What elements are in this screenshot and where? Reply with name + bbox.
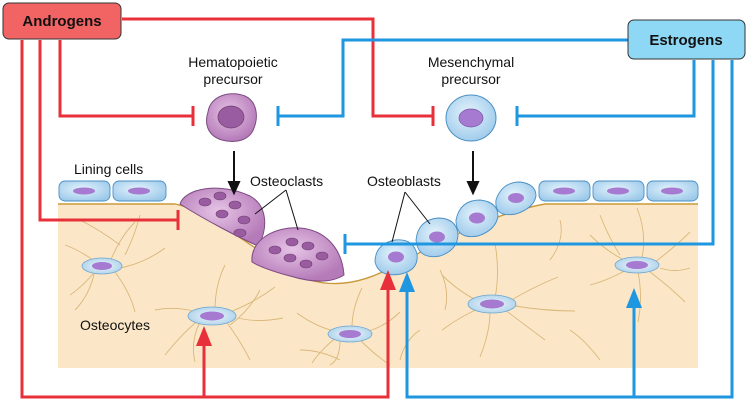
bone-matrix <box>58 204 698 368</box>
estrogens-label: Estrogens <box>649 32 722 49</box>
osteoblasts-label: Osteoblasts <box>367 173 441 189</box>
osteocyte-cell <box>467 294 517 314</box>
estrogen-inhibition-bars <box>276 106 519 254</box>
mesenchymal-label-line1: Mesenchymal <box>428 54 514 70</box>
hematopoietic-precursor-cell <box>206 93 257 142</box>
hematopoietic-label-line2: precursor <box>203 71 262 87</box>
mesenchymal-precursor-cell <box>445 94 497 142</box>
androgen-inhibition-bars <box>176 106 435 230</box>
osteocytes-label: Osteocytes <box>80 317 150 333</box>
osteoblasts-callout-lines <box>391 191 431 243</box>
androgens-label: Androgens <box>22 13 101 30</box>
osteoclasts-label: Osteoclasts <box>250 173 323 189</box>
lining-cell <box>112 180 167 202</box>
androgens-box: Androgens <box>2 2 122 40</box>
hematopoietic-label-line1: Hematopoietic <box>188 54 278 70</box>
mesenchymal-label-line2: precursor <box>441 71 500 87</box>
lining-cell <box>538 180 591 202</box>
estrogen-stimulation-arrowheads <box>399 272 642 308</box>
osteoblast-cell <box>495 181 537 216</box>
estrogens-box: Estrogens <box>627 19 746 60</box>
osteoclast-cell <box>251 227 345 282</box>
canaliculi <box>64 207 691 366</box>
androgen-pathways <box>20 17 433 399</box>
differentiation-arrow <box>466 151 480 196</box>
osteocyte-cell <box>327 325 373 343</box>
estrogen-pathways <box>278 38 734 399</box>
differentiation-arrow <box>227 151 241 196</box>
osteoclast-cell <box>179 187 266 247</box>
lining-cell <box>592 180 645 202</box>
androgen-stimulation-arrowheads <box>196 270 396 346</box>
osteocyte-cell <box>614 256 660 274</box>
lining-cells-label: Lining cells <box>74 161 143 177</box>
osteoclasts-callout-lines <box>254 189 299 231</box>
lining-cell <box>646 180 699 202</box>
osteocyte-cell <box>187 306 237 326</box>
lining-cell <box>58 180 111 202</box>
osteoblast-cell <box>415 217 459 258</box>
osteoblast-cell <box>455 199 499 238</box>
osteocyte-cell <box>81 257 123 275</box>
